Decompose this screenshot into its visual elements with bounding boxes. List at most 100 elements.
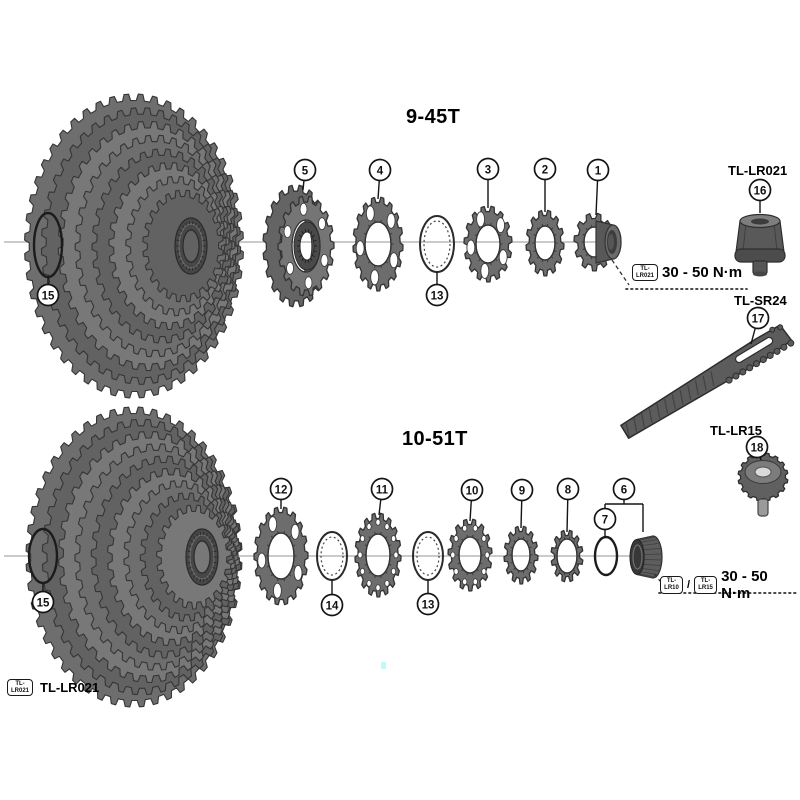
callout-number: 9 bbox=[519, 485, 525, 497]
callout-10: 10 bbox=[460, 478, 484, 522]
tool-box-line2: LR021 bbox=[11, 687, 30, 694]
callout-circle bbox=[746, 306, 770, 330]
callout-8: 8 bbox=[556, 477, 580, 533]
callout-number: 6 bbox=[621, 484, 627, 496]
dashed-leader-top bbox=[611, 259, 630, 286]
callout-7: 7 bbox=[593, 507, 617, 538]
callout-6: 6 bbox=[612, 477, 636, 501]
callout-5: 5 bbox=[293, 158, 317, 191]
callout-circle bbox=[320, 593, 344, 617]
sprocket-part-2 bbox=[525, 209, 565, 277]
tool-box-icon-lr021-footer: TL- LR021 bbox=[7, 679, 34, 697]
cassette-range-title-top: 9-45T bbox=[406, 106, 461, 128]
callout-14: 14 bbox=[320, 580, 344, 617]
tool-box-line1: TL- bbox=[640, 266, 650, 272]
callout-number: 13 bbox=[431, 290, 444, 302]
callout-circle bbox=[370, 477, 394, 501]
spacer-part-13-top bbox=[419, 215, 455, 273]
callout-circle bbox=[476, 157, 500, 181]
tool-box-line2: LR021 bbox=[636, 272, 655, 279]
tool-box-icon-lr15: TL- LR15 bbox=[694, 576, 718, 594]
callout-15-bottom: 15 bbox=[31, 584, 55, 614]
tool-box-line1: TL- bbox=[700, 578, 711, 585]
callout-18: 18 bbox=[745, 435, 769, 461]
callout-circle bbox=[269, 477, 293, 501]
callout-circle bbox=[586, 158, 610, 182]
torque-note-top: TL- LR021 30 - 50 N·m bbox=[632, 264, 743, 282]
tool-label-tl-lr021: TL-LR021 bbox=[728, 163, 788, 178]
cassette-9-45t bbox=[24, 93, 244, 399]
callout-number: 5 bbox=[302, 165, 309, 177]
callout-4: 4 bbox=[368, 158, 392, 200]
tool-label-tl-sr24: TL-SR24 bbox=[734, 293, 787, 308]
callout-3: 3 bbox=[476, 157, 500, 208]
callout-6-bracket bbox=[604, 499, 644, 532]
callout-number: 16 bbox=[754, 185, 767, 197]
callout-number: 18 bbox=[751, 442, 764, 454]
callout-number: 14 bbox=[326, 600, 339, 612]
footer-tool-label: TL-LR021 bbox=[40, 680, 100, 696]
callout-17: 17 bbox=[746, 306, 770, 345]
sprocket-part-4 bbox=[352, 196, 404, 292]
sprocket-part-12 bbox=[253, 506, 309, 606]
callout-number: 8 bbox=[565, 484, 572, 496]
callout-circle bbox=[593, 507, 617, 531]
cassette-10-51t bbox=[25, 406, 243, 708]
callout-circle bbox=[368, 158, 392, 182]
callout-13-top: 13 bbox=[425, 272, 449, 307]
callout-circle bbox=[748, 178, 772, 202]
callout-13-bottom: 13 bbox=[416, 580, 440, 616]
callout-number: 1 bbox=[595, 165, 602, 177]
seal-part-7 bbox=[593, 535, 619, 577]
sprocket-part-3 bbox=[463, 205, 513, 283]
callout-circle bbox=[533, 157, 557, 181]
tool-tl-lr15 bbox=[737, 452, 789, 517]
callout-16: 16 bbox=[748, 178, 772, 213]
callout-number: 11 bbox=[376, 484, 389, 496]
callout-circle bbox=[416, 592, 440, 616]
sprocket-part-9 bbox=[503, 525, 539, 585]
callout-number: 12 bbox=[275, 484, 288, 496]
callout-9: 9 bbox=[510, 478, 534, 529]
callout-1: 1 bbox=[586, 158, 610, 216]
separator: / bbox=[687, 579, 691, 591]
callout-number: 3 bbox=[485, 164, 491, 176]
callout-circle bbox=[612, 477, 636, 501]
callout-circle bbox=[293, 158, 317, 182]
callout-circle bbox=[425, 283, 449, 307]
tool-box-icon-lr10: TL- LR10 bbox=[660, 576, 683, 594]
sprocket-part-8 bbox=[550, 529, 584, 583]
callout-circle bbox=[31, 590, 55, 614]
sprocket-part-1-collar bbox=[595, 220, 622, 264]
torque-note-bottom: TL- LR10 / TL- LR15 30 - 50 N·m bbox=[660, 568, 800, 602]
callout-number: 17 bbox=[752, 313, 765, 325]
callout-circle bbox=[556, 477, 580, 501]
tool-box-line1: TL- bbox=[15, 681, 25, 687]
callout-circle bbox=[510, 478, 534, 502]
callout-number: 15 bbox=[42, 290, 55, 302]
torque-value-top: 30 - 50 N·m bbox=[662, 264, 743, 282]
tool-box-line1: TL- bbox=[666, 578, 677, 585]
sprocket-part-10 bbox=[447, 518, 493, 592]
tool-box-line2: LR15 bbox=[698, 585, 713, 591]
callout-2: 2 bbox=[533, 157, 557, 212]
seal-ring-part-15-bottom bbox=[27, 527, 59, 585]
callout-12: 12 bbox=[269, 477, 293, 509]
footer-tool-note: TL- LR021 TL-LR021 bbox=[7, 679, 100, 697]
callout-15-top: 15 bbox=[36, 277, 60, 307]
callout-number: 13 bbox=[422, 599, 435, 611]
watermark-artifact bbox=[381, 662, 386, 669]
tool-tl-lr021 bbox=[734, 213, 786, 277]
sprocket-part-5 bbox=[262, 184, 335, 308]
sprocket-part-11 bbox=[354, 512, 402, 598]
part-callouts: 5 4 13 3 2 1 15 12 14 11 13 10 9 8 76 15 16 17 18 bbox=[31, 157, 772, 617]
callout-number: 15 bbox=[37, 597, 50, 609]
cassette-range-title-bottom: 10-51T bbox=[402, 428, 468, 450]
callout-number: 4 bbox=[377, 165, 384, 177]
callout-number: 10 bbox=[466, 485, 479, 497]
tool-box-line2: LR10 bbox=[664, 585, 679, 591]
callout-circle bbox=[745, 435, 769, 459]
callout-circle bbox=[36, 283, 60, 307]
